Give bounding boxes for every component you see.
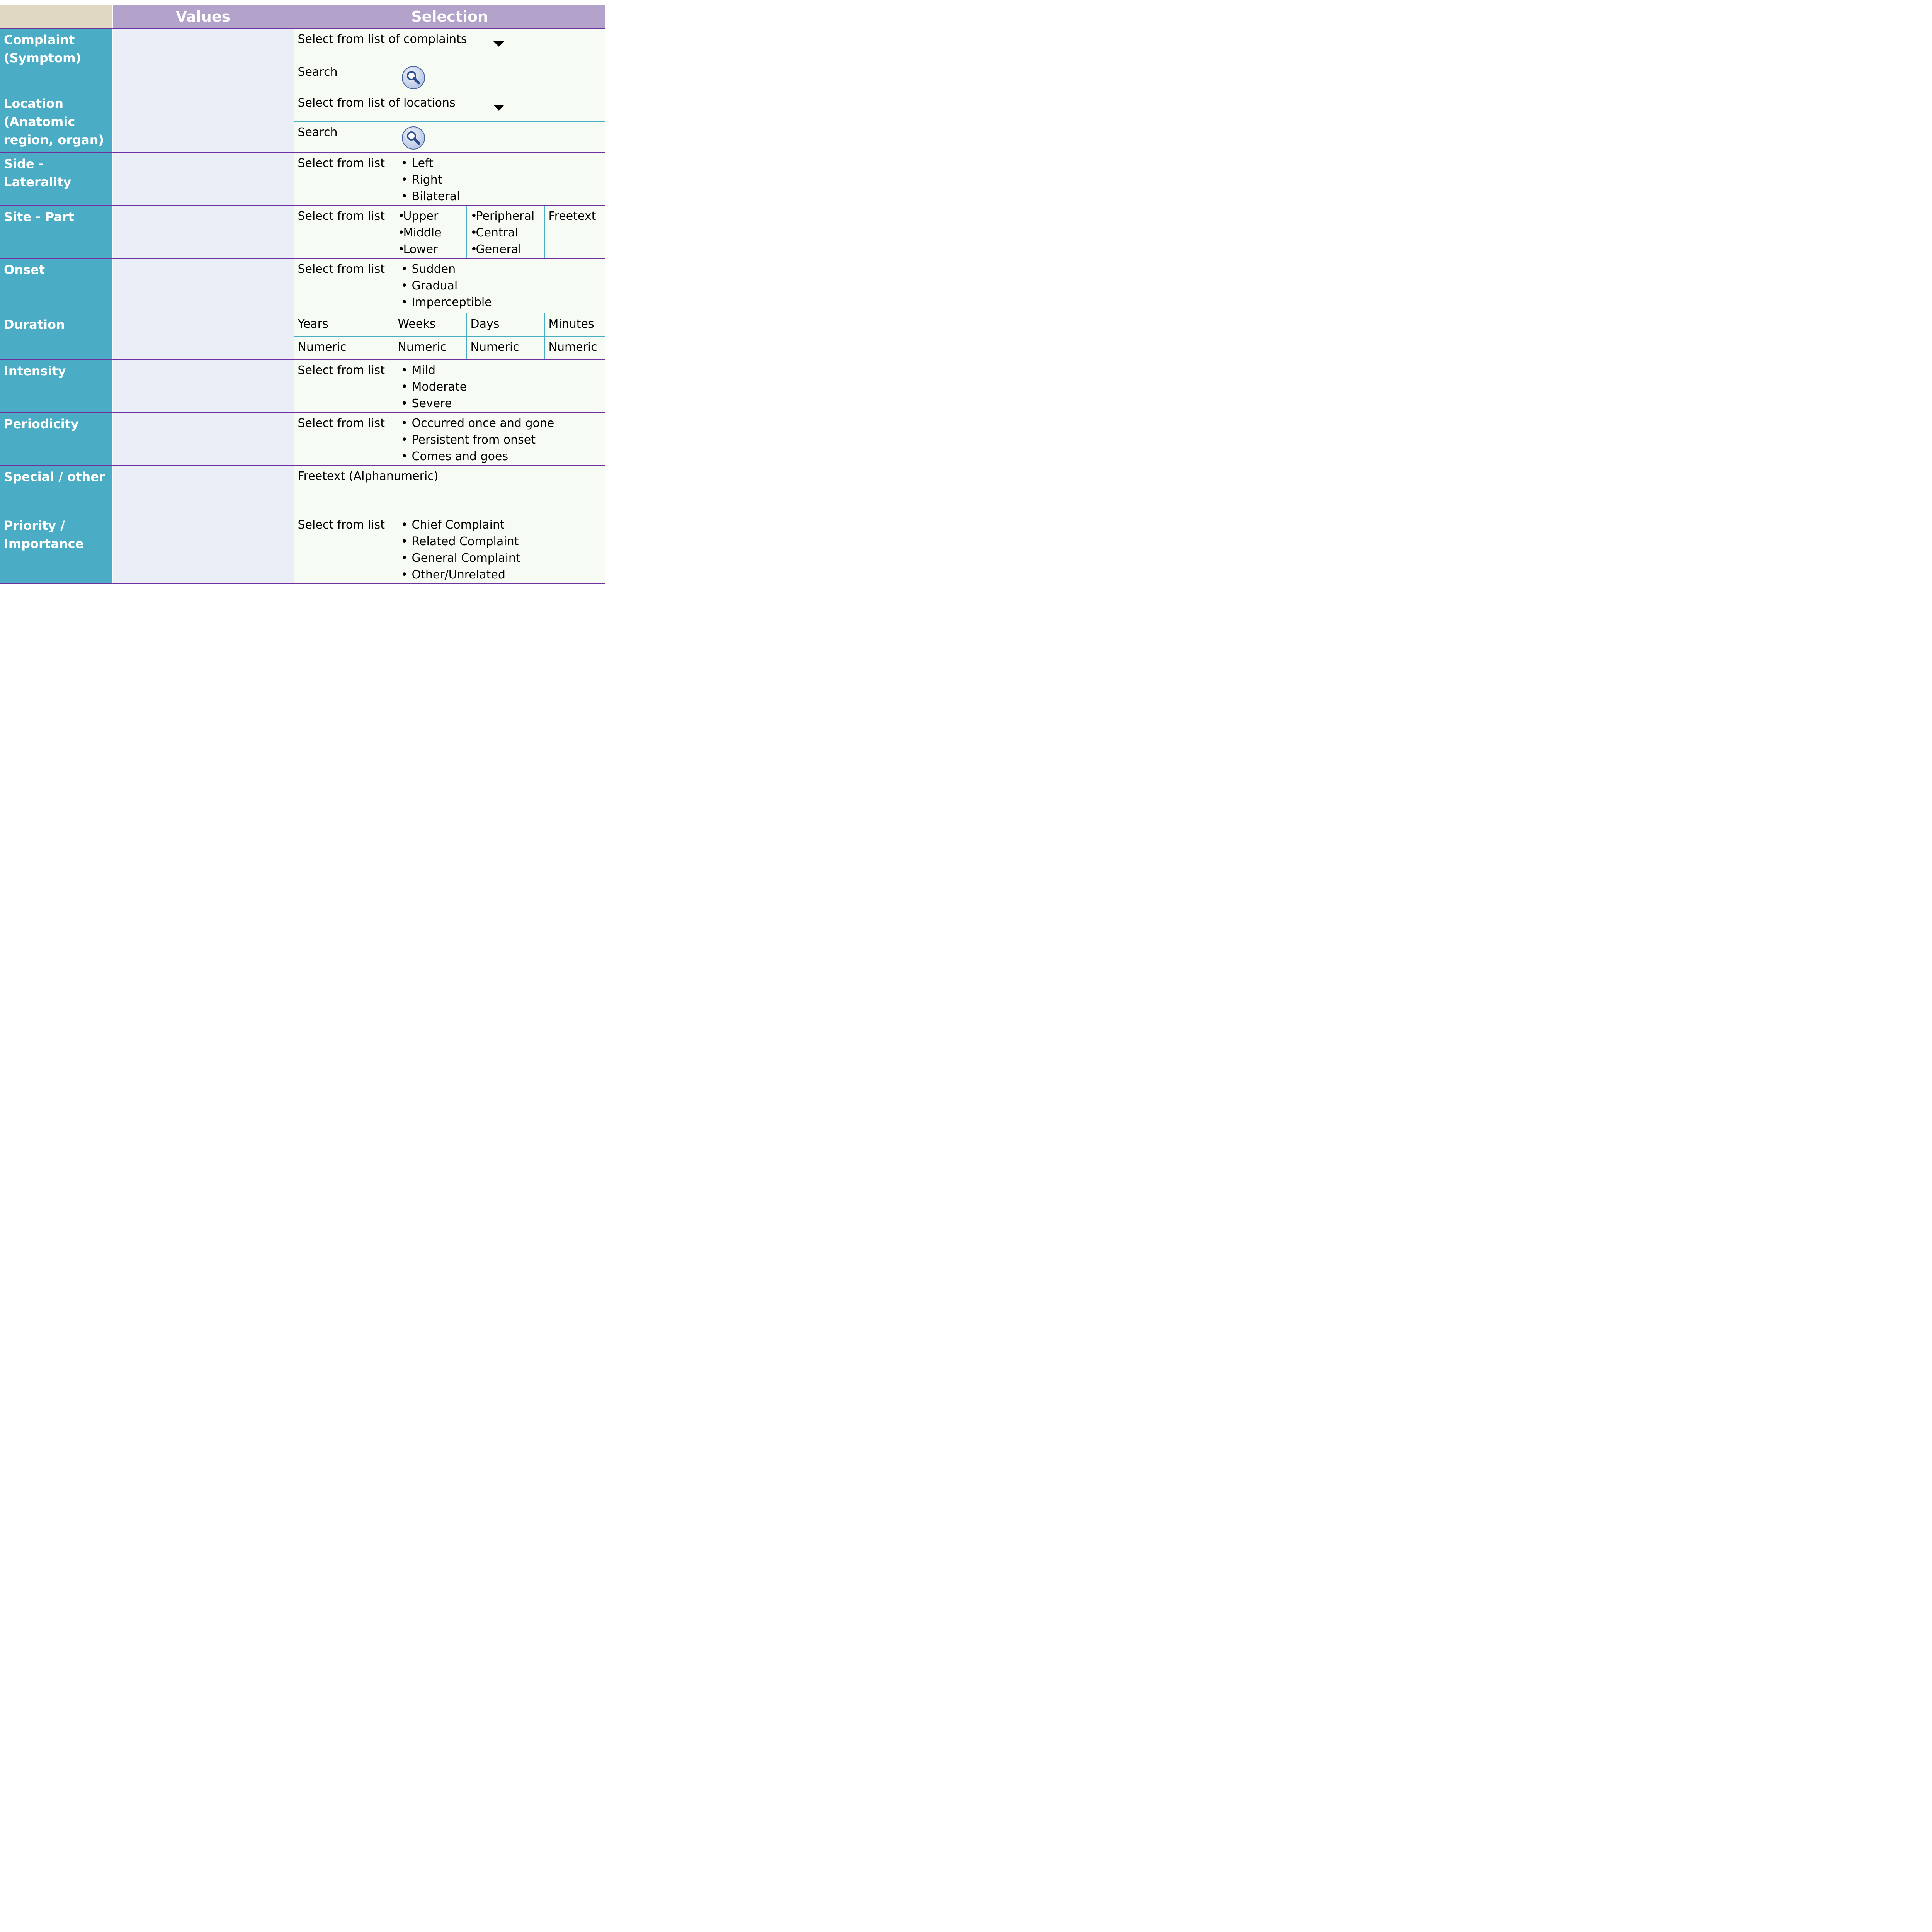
site-options-radial: •Peripheral •Central •General bbox=[466, 205, 544, 259]
location-value-field[interactable] bbox=[112, 92, 294, 152]
chevron-down-icon bbox=[493, 41, 505, 47]
location-label: Location (Anatomic region, organ) bbox=[0, 92, 112, 152]
complaint-dropdown-toggle[interactable] bbox=[481, 28, 606, 61]
duration-weeks-input[interactable]: Numeric bbox=[393, 336, 466, 360]
periodicity-value-field[interactable] bbox=[112, 412, 294, 465]
complaint-search-button[interactable] bbox=[393, 61, 606, 92]
magnifier-icon bbox=[401, 126, 425, 150]
location-dropdown-toggle[interactable] bbox=[481, 92, 606, 122]
location-search-label: Search bbox=[293, 121, 394, 153]
site-option[interactable]: •Peripheral bbox=[470, 209, 535, 223]
site-option[interactable]: •Upper bbox=[398, 209, 439, 223]
priority-option[interactable]: •Related Complaint bbox=[401, 535, 519, 548]
onset-option[interactable]: •Imperceptible bbox=[401, 296, 492, 309]
site-option[interactable]: •General bbox=[470, 243, 522, 256]
onset-option[interactable]: •Gradual bbox=[401, 279, 458, 293]
priority-option[interactable]: •Other/Unrelated bbox=[401, 568, 505, 582]
priority-option[interactable]: •General Complaint bbox=[401, 551, 520, 565]
intensity-option[interactable]: •Mild bbox=[401, 364, 436, 377]
site-options-vertical: •Upper •Middle •Lower bbox=[393, 205, 466, 259]
side-option[interactable]: •Right bbox=[401, 173, 442, 187]
duration-unit-minutes[interactable]: Minutes bbox=[544, 313, 606, 337]
special-value-field[interactable] bbox=[112, 465, 294, 514]
special-freetext-field[interactable]: Freetext (Alphanumeric) bbox=[293, 465, 606, 514]
special-label: Special / other bbox=[0, 465, 112, 514]
periodicity-option[interactable]: •Occurred once and gone bbox=[401, 417, 554, 430]
priority-options: •Chief Complaint •Related Complaint •Gen… bbox=[393, 514, 606, 584]
periodicity-select-label: Select from list bbox=[293, 412, 394, 466]
location-dropdown[interactable]: Select from list of locations bbox=[293, 92, 482, 122]
duration-unit-days[interactable]: Days bbox=[466, 313, 544, 337]
onset-option[interactable]: •Sudden bbox=[401, 262, 456, 276]
duration-unit-weeks[interactable]: Weeks bbox=[393, 313, 466, 337]
chevron-down-icon bbox=[493, 105, 505, 111]
intensity-value-field[interactable] bbox=[112, 359, 294, 412]
complaint-dropdown[interactable]: Select from list of complaints bbox=[293, 28, 482, 61]
intensity-label: Intensity bbox=[0, 359, 112, 412]
priority-label: Priority / Importance bbox=[0, 514, 112, 584]
magnifier-icon bbox=[401, 66, 425, 89]
duration-days-input[interactable]: Numeric bbox=[466, 336, 544, 360]
duration-label: Duration bbox=[0, 313, 112, 359]
complaint-value-field[interactable] bbox=[112, 28, 294, 92]
site-select-label: Select from list bbox=[293, 205, 394, 259]
complaint-search-label: Search bbox=[293, 61, 394, 92]
onset-label: Onset bbox=[0, 258, 112, 313]
side-select-label: Select from list bbox=[293, 152, 394, 206]
intensity-option[interactable]: •Severe bbox=[401, 397, 452, 410]
duration-unit-years[interactable]: Years bbox=[293, 313, 394, 337]
side-value-field[interactable] bbox=[112, 152, 294, 205]
header-corner bbox=[0, 5, 113, 29]
site-option[interactable]: •Lower bbox=[398, 243, 438, 256]
site-label: Site - Part bbox=[0, 205, 112, 258]
site-option[interactable]: •Central bbox=[470, 226, 518, 240]
complaint-label: Complaint (Symptom) bbox=[0, 28, 112, 92]
site-option[interactable]: •Middle bbox=[398, 226, 442, 240]
periodicity-options: •Occurred once and gone •Persistent from… bbox=[393, 412, 606, 466]
duration-minutes-input[interactable]: Numeric bbox=[544, 336, 606, 360]
priority-option[interactable]: •Chief Complaint bbox=[401, 518, 505, 532]
intensity-options: •Mild •Moderate •Severe bbox=[393, 359, 606, 413]
side-options: •Left •Right •Bilateral bbox=[393, 152, 606, 206]
side-option[interactable]: •Bilateral bbox=[401, 190, 460, 203]
intensity-select-label: Select from list bbox=[293, 359, 394, 413]
side-label: Side - Laterality bbox=[0, 152, 112, 205]
periodicity-label: Periodicity bbox=[0, 412, 112, 465]
side-option[interactable]: •Left bbox=[401, 156, 434, 170]
site-freetext-field[interactable]: Freetext bbox=[544, 205, 606, 259]
site-value-field[interactable] bbox=[112, 205, 294, 258]
onset-select-label: Select from list bbox=[293, 258, 394, 313]
selection-column-header: Selection bbox=[293, 5, 606, 29]
values-column-header: Values bbox=[112, 5, 294, 29]
location-search-button[interactable] bbox=[393, 121, 606, 153]
periodicity-option[interactable]: •Persistent from onset bbox=[401, 433, 536, 447]
onset-options: •Sudden •Gradual •Imperceptible bbox=[393, 258, 606, 313]
priority-value-field[interactable] bbox=[112, 514, 294, 584]
duration-years-input[interactable]: Numeric bbox=[293, 336, 394, 360]
onset-value-field[interactable] bbox=[112, 258, 294, 313]
symptom-form-table: Values Selection Complaint (Symptom) Sel… bbox=[0, 5, 606, 584]
priority-select-label: Select from list bbox=[293, 514, 394, 584]
duration-value-field[interactable] bbox=[112, 313, 294, 359]
intensity-option[interactable]: •Moderate bbox=[401, 380, 467, 394]
periodicity-option[interactable]: •Comes and goes bbox=[401, 450, 509, 463]
